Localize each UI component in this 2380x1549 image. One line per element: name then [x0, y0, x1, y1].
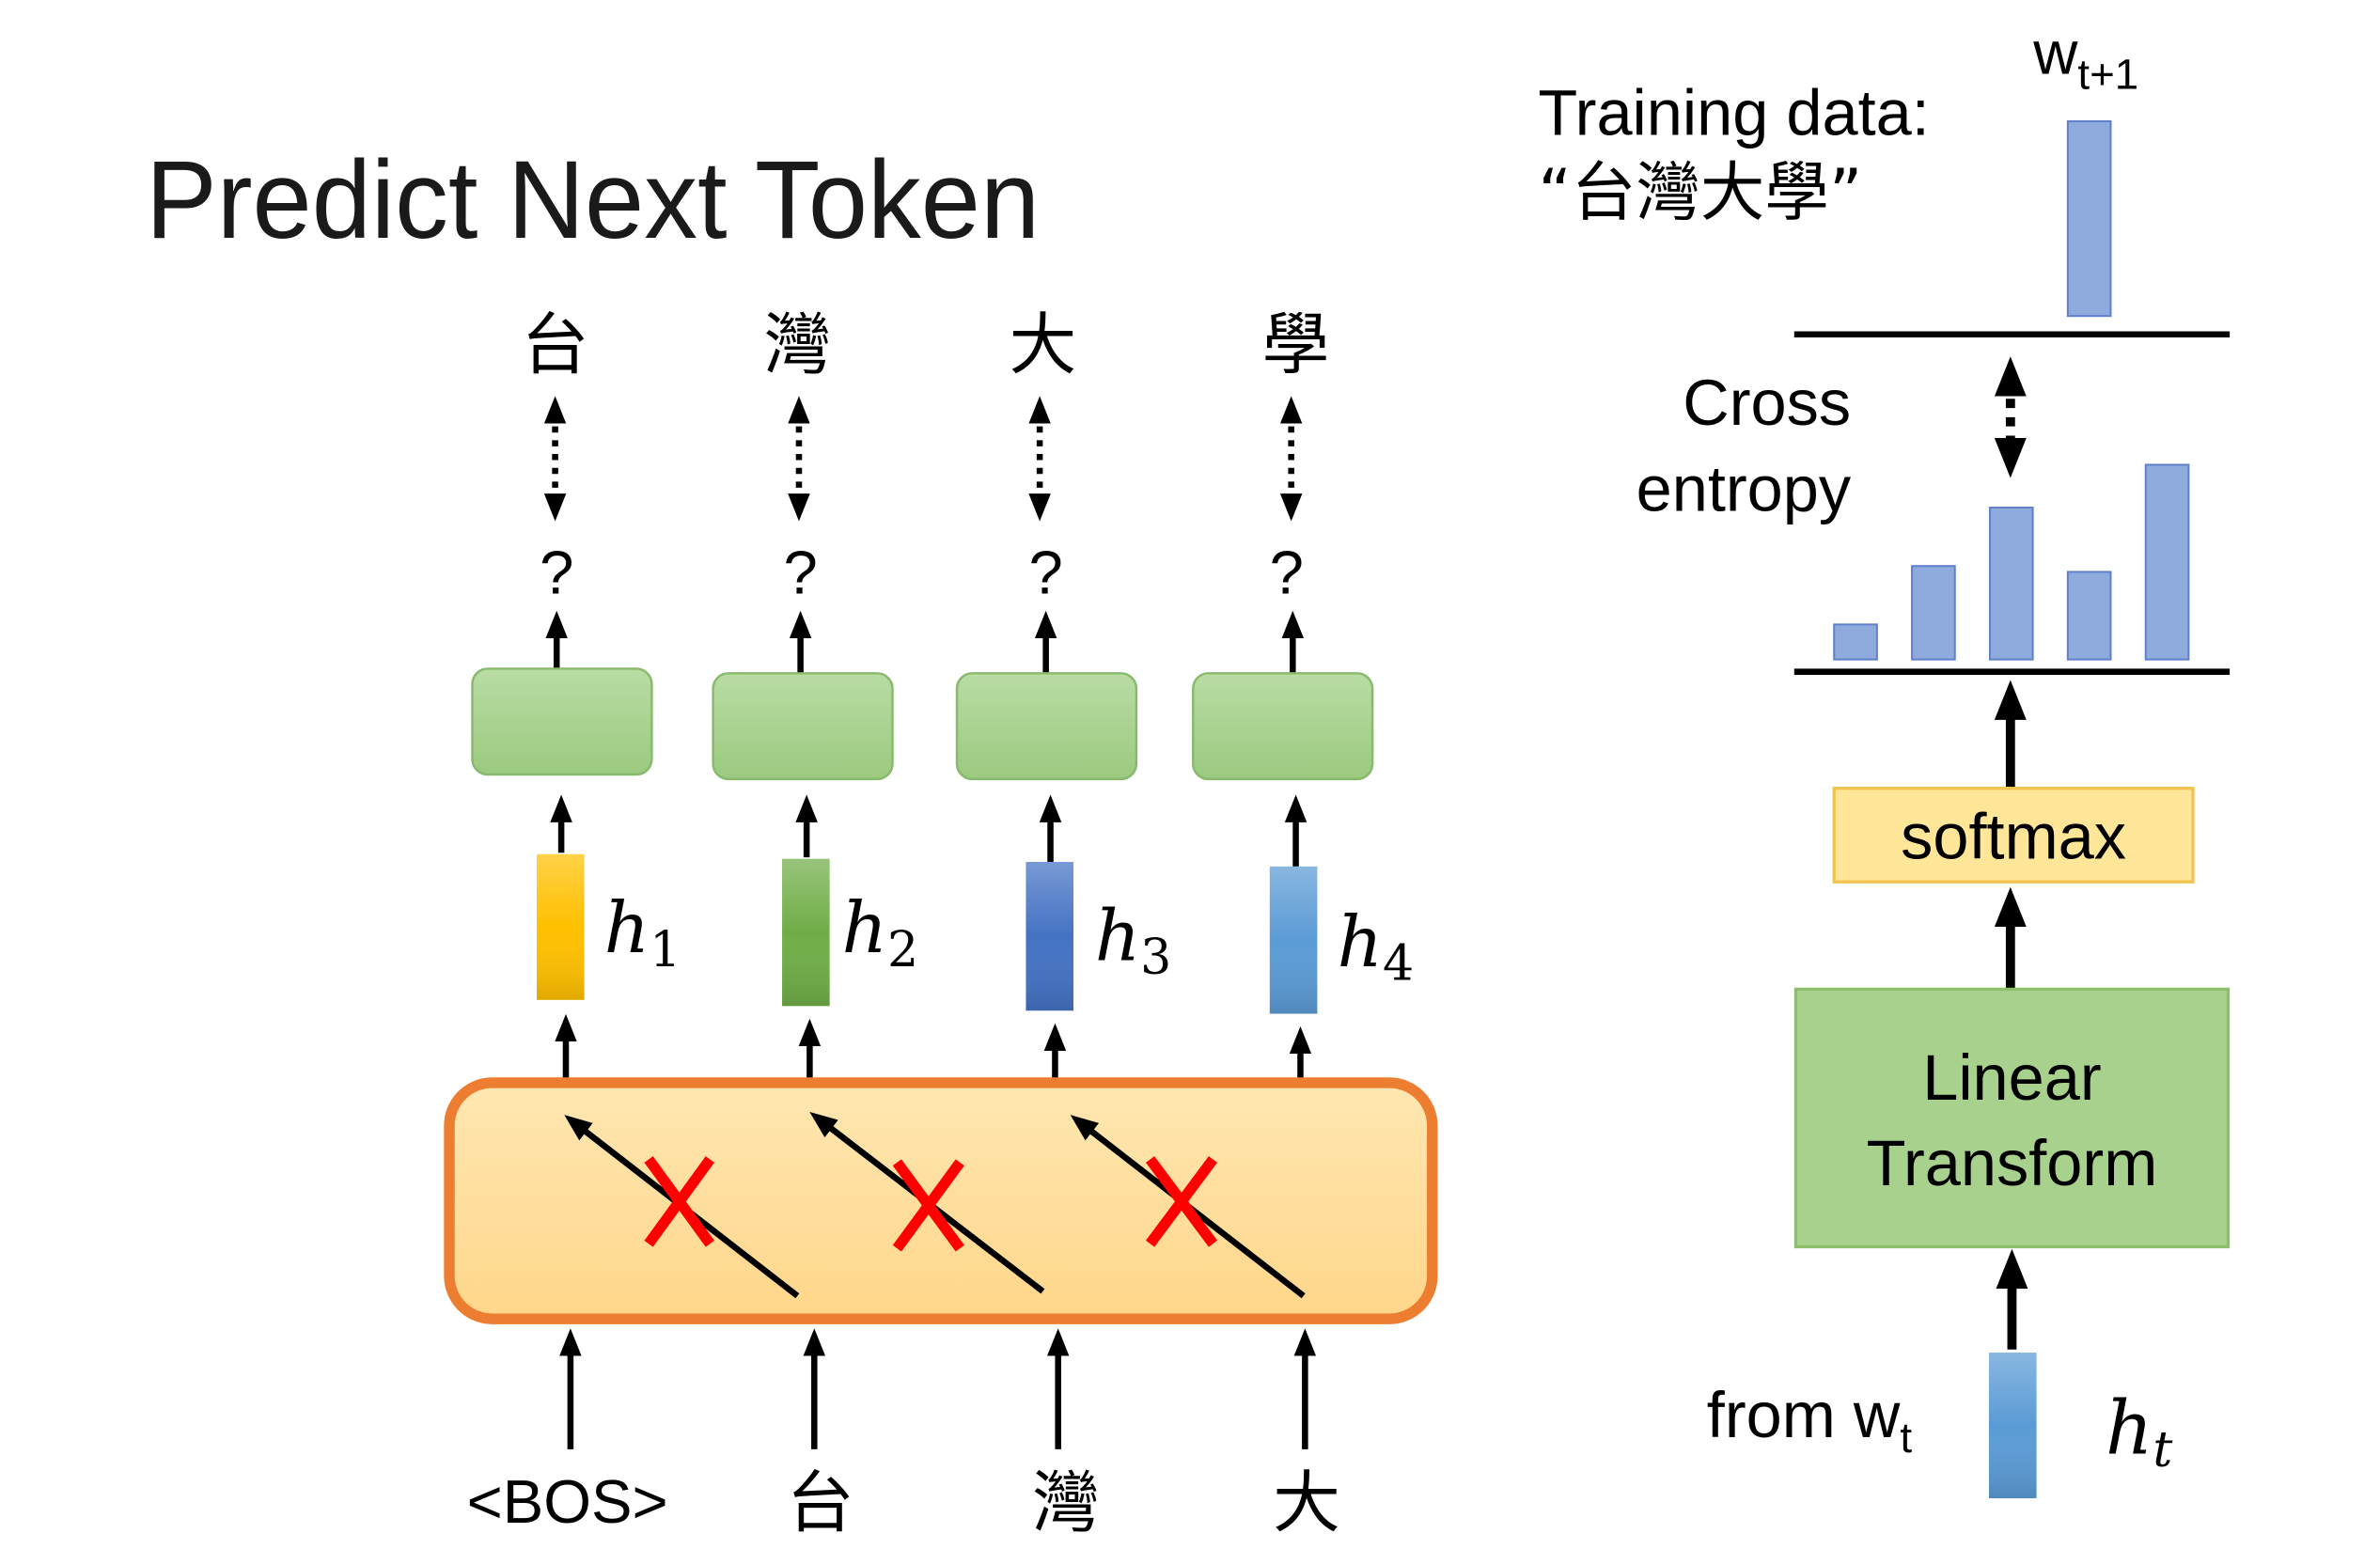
- linear-label-line1: Linear: [1922, 1041, 2101, 1114]
- target-token: 台: [522, 305, 589, 384]
- hidden-state-label-1: h1: [604, 886, 681, 978]
- hidden-state-shading: [537, 853, 585, 1000]
- hidden-state-shading: [1026, 861, 1074, 1011]
- hidden-label-subscript: t: [2153, 1422, 2173, 1479]
- target-subscript: t+1: [2077, 51, 2138, 99]
- output-layer-box: [955, 672, 1138, 781]
- hidden-state-shading: [782, 858, 830, 1007]
- hidden-state-symbol: h: [1095, 894, 1140, 977]
- input-label-subscript: t: [1900, 1414, 1912, 1462]
- target-token: 大: [1009, 305, 1076, 384]
- hidden-state-bars: [537, 853, 1318, 1014]
- target-distribution: [2066, 120, 2112, 318]
- masked-attention-mark: [1146, 1156, 1218, 1247]
- loss-label-line2: entropy: [1636, 452, 1852, 524]
- block-to-hidden-arrows: [555, 1013, 1312, 1082]
- output-layer-box: [712, 672, 894, 781]
- target-symbol: w: [2032, 18, 2078, 86]
- softmax-label: softmax: [1901, 801, 2126, 873]
- hidden-state-labels: h1 h2 h3 h4: [604, 886, 1414, 992]
- hidden-label-symbol: h: [2106, 1386, 2153, 1472]
- prediction-mark: ?: [540, 538, 573, 606]
- target-token: 學: [1262, 305, 1330, 384]
- hidden-state-shading: [1269, 866, 1318, 1014]
- softmax-box: [1832, 787, 2195, 884]
- input-label-text: from w: [1707, 1379, 1901, 1451]
- input-token: 台: [787, 1463, 854, 1541]
- predicted-probability-bar: [1911, 565, 1956, 661]
- transformer-block: [444, 1077, 1438, 1324]
- input-label: from wt: [1707, 1379, 1913, 1462]
- output-head-diagram: Training data: “台灣大學” wt+1 Cross entropy…: [1538, 18, 2231, 1499]
- input-tokens: <BOS> 台 灣 大: [467, 1463, 1340, 1541]
- hidden-state-label-4: h4: [1338, 900, 1415, 993]
- linear-transform-box: [1793, 987, 2231, 1249]
- predictions: ? ? ? ?: [540, 538, 1304, 606]
- hidden-state-symbol: h: [604, 886, 650, 969]
- loss-label-line1: Cross: [1683, 367, 1851, 439]
- predicted-probability-bar: [1833, 623, 1878, 661]
- prediction-mark: ?: [783, 538, 817, 606]
- predicted-probability-bar: [2066, 571, 2112, 661]
- decoder-diagram: 台 灣 大 學 ? ? ? ?: [444, 305, 1438, 1541]
- input-token: 灣: [1032, 1463, 1100, 1541]
- hidden-label: ht: [2106, 1386, 2173, 1479]
- predicted-distribution: [1833, 463, 2190, 661]
- cross-stroke: [1146, 1156, 1218, 1247]
- masked-attention-mark: [644, 1156, 714, 1247]
- predicted-probability-bar: [2144, 463, 2190, 661]
- cross-stroke: [644, 1156, 714, 1247]
- hidden-state-subscript: 1: [650, 922, 681, 978]
- target-label: wt+1: [2032, 18, 2138, 98]
- hidden-state-symbol: h: [842, 886, 887, 969]
- hidden-state-subscript: 2: [887, 922, 918, 978]
- target-tokens: 台 灣 大 學: [522, 305, 1330, 384]
- output-arrows: [545, 610, 1305, 675]
- target-token: 灣: [763, 305, 831, 384]
- output-layer-boxes: [471, 667, 1374, 781]
- hidden-to-box-arrows: [550, 794, 1307, 867]
- linear-label-line2: Transform: [1867, 1127, 2158, 1199]
- hidden-state-subscript: 4: [1383, 936, 1414, 993]
- training-data-value: “台灣大學”: [1538, 156, 1862, 231]
- hidden-state-shading: [1988, 1353, 2037, 1499]
- input-arrows: [559, 1328, 1317, 1449]
- hidden-state-label-3: h3: [1095, 894, 1172, 986]
- hidden-state-subscript: 3: [1140, 930, 1171, 986]
- masked-attention-mark: [892, 1159, 964, 1252]
- comparison-arrows: [543, 396, 1303, 522]
- hidden-state-label-2: h2: [842, 886, 919, 978]
- cross-stroke: [892, 1159, 964, 1252]
- prediction-mark: ?: [1028, 538, 1062, 606]
- input-token: 大: [1273, 1463, 1340, 1541]
- output-layer-box: [1192, 672, 1374, 781]
- predicted-probability-bar: [1988, 507, 2034, 661]
- slide-title: Predict Next Token: [146, 138, 1040, 261]
- training-data-label: Training data:: [1538, 77, 1929, 149]
- input-token: <BOS>: [467, 1467, 668, 1536]
- masked-attention-marks: [644, 1156, 1218, 1252]
- hidden-state-symbol: h: [1338, 900, 1383, 983]
- output-layer-box: [471, 667, 653, 776]
- prediction-mark: ?: [1270, 538, 1304, 606]
- target-probability-bar: [2066, 120, 2112, 318]
